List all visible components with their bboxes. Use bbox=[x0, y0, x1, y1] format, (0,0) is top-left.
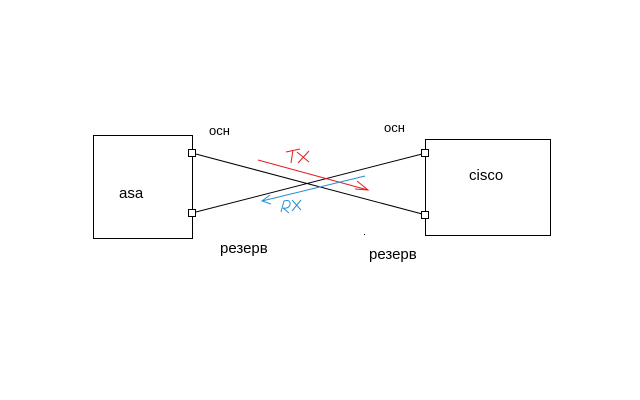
asa-label: asa bbox=[119, 185, 144, 202]
asa-box bbox=[93, 135, 193, 239]
rx-arrow bbox=[260, 175, 366, 205]
link-primary-to-backup bbox=[191, 152, 427, 216]
stray-dot bbox=[364, 234, 365, 235]
asa-backup-label: резерв bbox=[220, 240, 268, 257]
tx-arrow bbox=[257, 159, 370, 191]
asa-port-primary bbox=[188, 149, 196, 157]
tx-text: TX bbox=[285, 148, 310, 164]
cisco-label: cisco bbox=[469, 167, 504, 184]
cisco-port-primary bbox=[421, 149, 429, 157]
cisco-port-backup bbox=[421, 211, 429, 219]
cisco-backup-label: резерв bbox=[369, 246, 417, 263]
asa-port-backup bbox=[188, 209, 196, 217]
link-backup-to-primary bbox=[191, 152, 427, 214]
cisco-box bbox=[425, 139, 551, 236]
rx-text: RX bbox=[280, 199, 302, 214]
asa-primary-label: осн bbox=[209, 123, 230, 138]
cisco-primary-label: осн bbox=[384, 120, 405, 135]
